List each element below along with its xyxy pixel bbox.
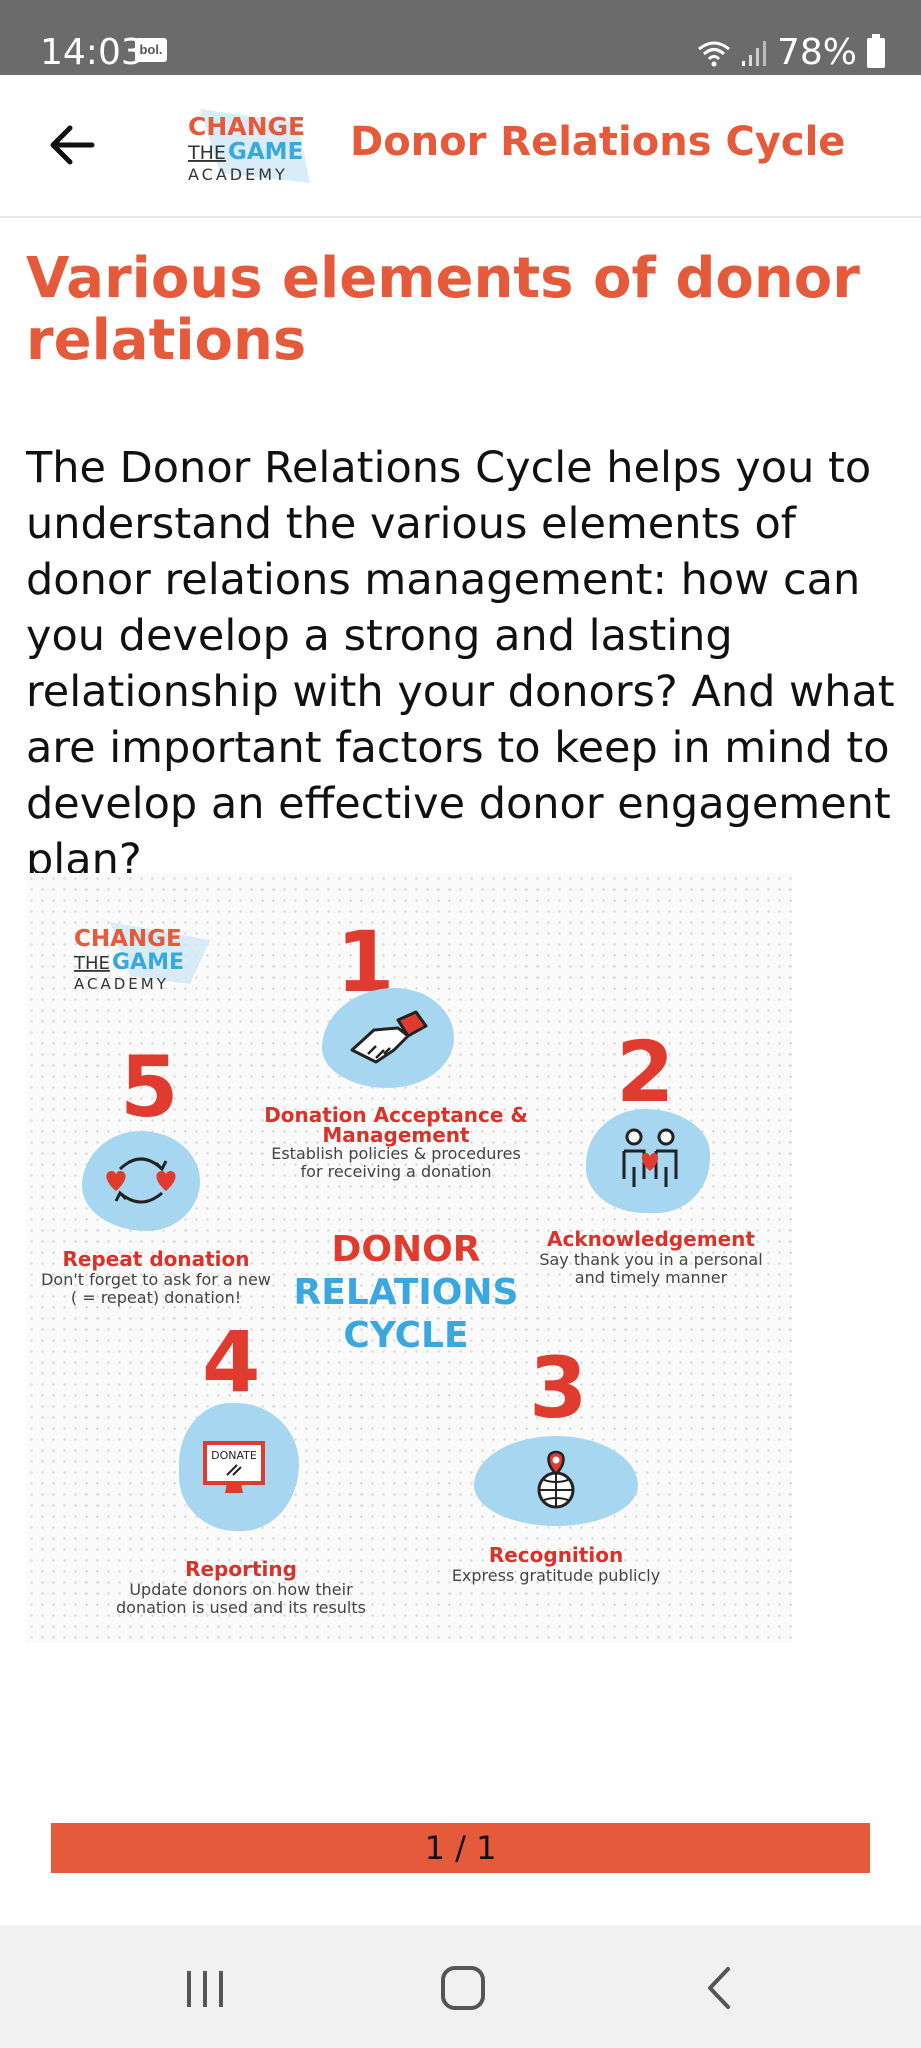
infographic-logo-line2b: GAME — [112, 950, 184, 975]
system-back-button[interactable] — [690, 1963, 750, 2013]
intro-paragraph: The Donor Relations Cycle helps you to u… — [26, 443, 895, 885]
step-4-title: Reporting — [185, 1557, 297, 1581]
donate-label: DONATE — [211, 1449, 257, 1462]
status-bar: 14:03 bol. 78% — [0, 0, 921, 75]
step-1-desc-line1: Establish policies & procedures — [271, 1144, 521, 1163]
infographic-logo-line2a: THE — [73, 953, 110, 974]
back-chevron-icon — [708, 1967, 730, 2009]
step-2-title: Acknowledgement — [547, 1227, 755, 1251]
donate-screen-icon: DONATE — [203, 1441, 265, 1493]
logo-line1: CHANGE — [188, 112, 305, 141]
infographic-logo: CHANGE THE GAME ACADEMY — [73, 922, 210, 993]
step-4-desc-line1: Update donors on how their — [129, 1580, 353, 1599]
recents-icon — [187, 1971, 223, 2007]
cycle-center-label: DONOR RELATIONS CYCLE — [286, 1228, 526, 1357]
step-4-number: 4 — [202, 1313, 261, 1411]
step-3-desc-line1: Express gratitude publicly — [451, 1566, 661, 1585]
cycle-line2: RELATIONS — [293, 1272, 519, 1313]
step-3-number: 3 — [529, 1339, 588, 1437]
home-icon — [441, 1966, 485, 2010]
step-1-title: Donation Acceptance & Management — [264, 1103, 528, 1147]
logo-line2b: GAME — [228, 139, 303, 165]
content-heading: Various elements of donor relations — [26, 246, 860, 373]
step-2-desc-line2: and timely manner — [574, 1268, 728, 1287]
step-2-blob — [586, 1109, 710, 1213]
step-1-blob — [322, 988, 454, 1088]
globe-pin-icon — [537, 1450, 575, 1509]
battery-percent: 78% — [776, 32, 857, 73]
step-3-blob — [474, 1436, 638, 1526]
page-title: Donor Relations Cycle — [350, 119, 846, 165]
step-1-desc-line2: for receiving a donation — [300, 1162, 492, 1181]
step-4-blob: DONATE — [179, 1403, 299, 1531]
recents-button[interactable] — [175, 1963, 235, 2013]
step-5-desc-line2: ( = repeat) donation! — [70, 1288, 242, 1307]
logo-line3: ACADEMY — [188, 165, 288, 184]
step-3-title: Recognition — [488, 1543, 624, 1567]
logo-line2a: THE — [187, 142, 226, 164]
step-5-title: Repeat donation — [62, 1247, 250, 1271]
step-2-number: 2 — [616, 1023, 675, 1121]
infographic-logo-line1: CHANGE — [74, 926, 182, 952]
wifi-icon — [698, 41, 730, 66]
battery-icon — [867, 33, 885, 68]
step-5-desc-line1: Don't forget to ask for a new — [41, 1270, 271, 1289]
system-nav-bar — [0, 1925, 921, 2048]
donor-cycle-infographic: CHANGE THE GAME ACADEMY 1 Donation Accep… — [26, 873, 792, 1643]
cycle-line3: CYCLE — [343, 1315, 469, 1356]
signal-icon — [741, 40, 766, 66]
step-4-desc-line2: donation is used and its results — [116, 1598, 366, 1617]
status-indicators: 78% — [697, 32, 885, 73]
app-notification-icon: bol. — [135, 38, 167, 62]
handshake-icon — [350, 1010, 428, 1064]
page-indicator: 1 / 1 — [51, 1823, 870, 1873]
infographic-logo-line3: ACADEMY — [74, 975, 169, 993]
step-5-blob — [82, 1131, 200, 1231]
step-2-desc-line1: Say thank you in a personal — [539, 1250, 763, 1269]
arrow-left-icon — [50, 125, 95, 165]
repeat-hearts-icon — [106, 1157, 176, 1204]
step-5-number: 5 — [120, 1038, 179, 1136]
status-time: 14:03 — [40, 32, 144, 73]
change-the-game-logo: CHANGE THE GAME ACADEMY — [187, 109, 310, 184]
people-heart-icon — [622, 1128, 678, 1187]
home-button[interactable] — [433, 1963, 493, 2013]
back-button[interactable] — [44, 117, 100, 173]
cycle-line1: DONOR — [331, 1229, 481, 1270]
app-header: CHANGE THE GAME ACADEMY Donor Relations … — [0, 75, 921, 218]
